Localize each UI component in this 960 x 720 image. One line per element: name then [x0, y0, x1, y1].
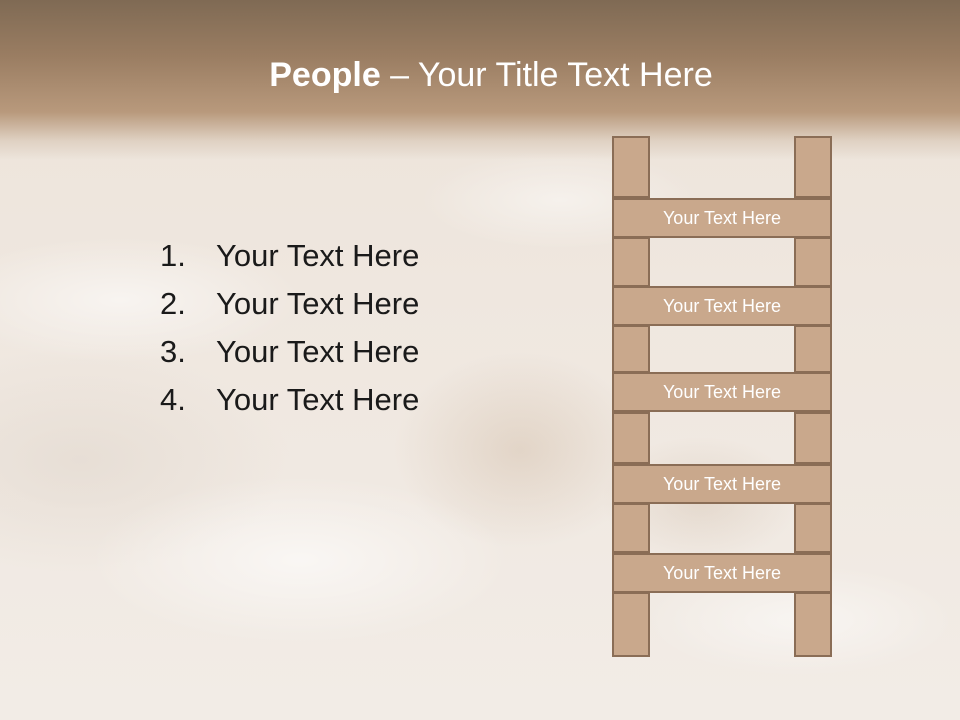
list-text: Your Text Here: [216, 238, 420, 273]
list-number: 1.: [160, 238, 186, 273]
ladder-rail-right: [794, 136, 832, 198]
list-item: 4. Your Text Here: [160, 376, 419, 424]
list-text: Your Text Here: [216, 382, 420, 417]
ladder-rung-1: Your Text Here: [612, 198, 832, 238]
list-text: Your Text Here: [216, 334, 420, 369]
ladder-rail-right: [794, 237, 832, 287]
list-number: 3.: [160, 334, 186, 369]
list-text: Your Text Here: [216, 286, 420, 321]
ladder-rail-left: [612, 325, 650, 373]
title-band: [0, 0, 960, 160]
title-bold: People: [269, 56, 381, 94]
list-number: 2.: [160, 286, 186, 321]
ladder-rail-left: [612, 503, 650, 553]
ladder-rail-right: [794, 325, 832, 373]
ladder-rail-left: [612, 412, 650, 464]
title-rest: – Your Title Text Here: [380, 56, 713, 94]
ladder-rung-2: Your Text Here: [612, 286, 832, 326]
ladder-rung-5: Your Text Here: [612, 553, 832, 593]
slide-title: People – Your Title Text Here: [0, 52, 960, 98]
list-number: 4.: [160, 382, 186, 417]
list-item: 3. Your Text Here: [160, 328, 419, 376]
ladder-rail-right: [794, 503, 832, 553]
ladder-rail-right: [794, 592, 832, 657]
ladder-rung-4: Your Text Here: [612, 464, 832, 504]
ladder-rail-left: [612, 136, 650, 198]
list-item: 1. Your Text Here: [160, 232, 419, 280]
ladder-rail-right: [794, 412, 832, 464]
list-item: 2. Your Text Here: [160, 280, 419, 328]
ladder-rung-3: Your Text Here: [612, 372, 832, 412]
ladder-rail-left: [612, 237, 650, 287]
numbered-list: 1. Your Text Here 2. Your Text Here 3. Your…: [160, 232, 419, 424]
ladder-rail-left: [612, 592, 650, 657]
